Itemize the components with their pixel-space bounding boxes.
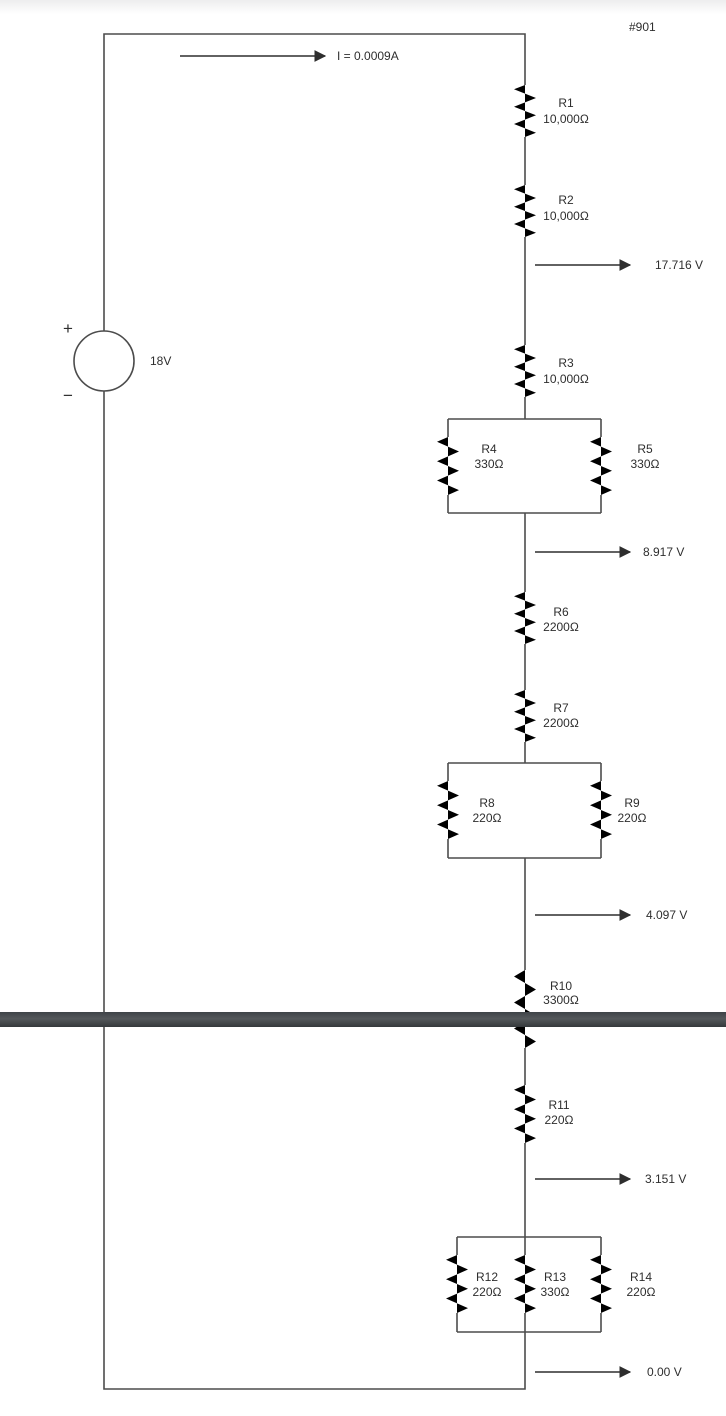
resistor-R5-name: R5 <box>637 442 653 456</box>
resistor-R14-symbol <box>590 1255 612 1313</box>
resistor-R1-name: R1 <box>558 96 574 110</box>
resistor-R11-name: R11 <box>548 1098 569 1112</box>
page-break-bar <box>0 1012 726 1027</box>
wire-top-loop <box>103 33 526 331</box>
resistor-R9-value: 220Ω <box>618 811 647 825</box>
resistor-R3-value: 10,000Ω <box>543 372 589 386</box>
resistor-R8-value: 220Ω <box>473 811 502 825</box>
resistor-R9-symbol <box>590 781 612 839</box>
resistor-R1-symbol <box>514 85 536 137</box>
resistor-R2-value: 10,000Ω <box>543 209 589 223</box>
resistor-R7-symbol <box>514 690 536 742</box>
resistor-R10-symbol <box>514 970 536 1048</box>
resistor-R2-symbol <box>514 185 536 237</box>
resistor-R2-name: R2 <box>558 193 574 207</box>
voltage-source-symbol <box>73 330 135 392</box>
resistor-R13-value: 330Ω <box>541 1285 570 1299</box>
resistor-R5-symbol <box>590 437 612 495</box>
resistor-R3-symbol <box>514 345 536 397</box>
wires <box>73 33 612 1390</box>
voltage-tap-label-5: 0.00 V <box>647 1365 682 1379</box>
resistor-R13-name: R13 <box>544 1270 566 1284</box>
wire-parallel-block-2 <box>447 762 602 859</box>
resistor-R7-value: 2200Ω <box>543 716 579 730</box>
voltage-tap-label-3: 4.097 V <box>646 908 687 922</box>
resistor-R9-name: R9 <box>624 796 640 810</box>
current-label: I = 0.0009A <box>337 49 399 63</box>
resistor-R10-name: R10 <box>550 979 572 993</box>
resistor-R6-name: R6 <box>553 605 569 619</box>
resistor-R1-value: 10,000Ω <box>543 112 589 126</box>
doc-number: #901 <box>629 20 656 34</box>
resistor-R11-symbol <box>514 1085 536 1143</box>
wire-parallel-block-1 <box>447 418 602 514</box>
resistor-R6-symbol <box>514 592 536 644</box>
resistor-R4-name: R4 <box>481 442 497 456</box>
wire-bottom-loop <box>103 391 526 1390</box>
resistor-R12-value: 220Ω <box>473 1285 502 1299</box>
resistor-R14-name: R14 <box>630 1270 652 1284</box>
resistor-R10-value: 3300Ω <box>543 993 579 1007</box>
resistor-R11-value: 220Ω <box>545 1113 574 1127</box>
minus-terminal-label: − <box>63 386 73 405</box>
annotation-arrows <box>180 50 632 1378</box>
page-top-shadow <box>0 0 726 14</box>
resistor-R3-name: R3 <box>558 356 574 370</box>
resistor-R8-symbol <box>437 781 459 839</box>
wire-parallel-block-3 <box>456 1236 602 1333</box>
voltage-tap-label-1: 17.716 V <box>655 258 703 272</box>
voltage-tap-label-4: 3.151 V <box>645 1172 686 1186</box>
resistor-R14-value: 220Ω <box>627 1285 656 1299</box>
resistor-R6-value: 2200Ω <box>543 620 579 634</box>
resistor-R12-symbol <box>446 1255 468 1313</box>
resistor-R12-name: R12 <box>476 1270 498 1284</box>
resistor-R7-name: R7 <box>553 701 569 715</box>
resistor-R4-symbol <box>437 437 459 495</box>
plus-terminal-label: + <box>63 319 73 338</box>
resistor-R8-name: R8 <box>479 796 495 810</box>
voltage-source-label: 18V <box>150 354 171 368</box>
resistor-R13-symbol <box>514 1255 536 1313</box>
resistor-R5-value: 330Ω <box>631 457 660 471</box>
resistor-R4-value: 330Ω <box>475 457 504 471</box>
voltage-tap-label-2: 8.917 V <box>643 545 684 559</box>
